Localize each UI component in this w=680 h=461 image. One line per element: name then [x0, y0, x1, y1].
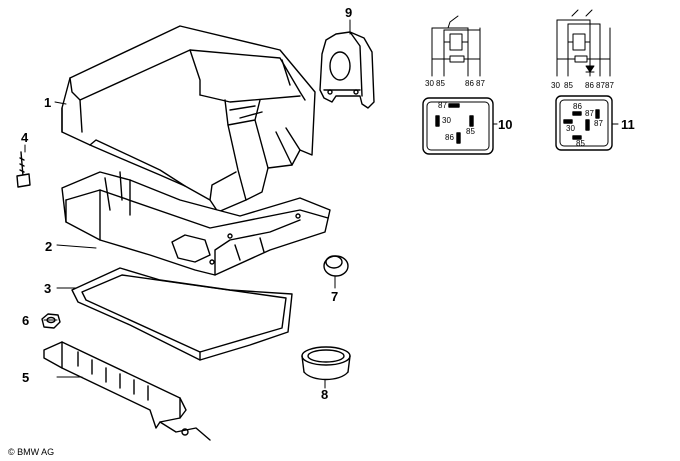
- relay-11-pin-label: 30: [551, 81, 560, 90]
- relay-11-pin-label: 86: [585, 81, 594, 90]
- callout-9: 9: [345, 5, 353, 20]
- part-3-tray: [71, 267, 293, 361]
- relay-11-face-pin: 30: [566, 124, 575, 133]
- relay-10-pin-label: 87: [476, 79, 485, 88]
- relay-11-face-pin: 87: [585, 109, 594, 118]
- relay-10-face-pin: 30: [442, 116, 451, 125]
- callout-7: 7: [331, 289, 339, 304]
- part-9-holder: [319, 31, 375, 109]
- relay-11-pin-label: 85: [564, 81, 573, 90]
- relay-10-pin-label: 86: [465, 79, 474, 88]
- copyright-text: © BMW AG: [8, 447, 55, 457]
- part-2-housing: [61, 171, 331, 276]
- relay-10-face: [422, 97, 494, 155]
- relay-10-schematic: [431, 15, 481, 77]
- relay-11-face: [555, 95, 613, 151]
- relay-10-pin-label: 85: [436, 79, 445, 88]
- callout-1: 1: [44, 95, 52, 110]
- callout-6: 6: [22, 313, 30, 328]
- part-6-nut: [41, 313, 61, 329]
- relay-10-pin-label: 30: [425, 79, 434, 88]
- part-7-grommet: [323, 255, 349, 277]
- part-1-cover: [61, 25, 316, 213]
- relay-10-face-pin: 87: [438, 101, 447, 110]
- callout-8: 8: [321, 387, 329, 402]
- relay-10-face-pin: 85: [466, 127, 475, 136]
- callout-4: 4: [21, 130, 29, 145]
- leader-lines: [24, 19, 619, 389]
- callout-2: 2: [45, 239, 53, 254]
- callout-11: 11: [621, 117, 635, 132]
- relay-11-face-pin: 85: [576, 139, 585, 148]
- relay-11-face-pin: 87: [594, 119, 603, 128]
- callout-5: 5: [22, 370, 30, 385]
- relay-11-pin-label: 87: [596, 81, 605, 90]
- relay-11-pin-label: 87: [605, 81, 614, 90]
- part-4-screw: [16, 151, 31, 188]
- callout-10: 10: [498, 117, 513, 132]
- callout-3: 3: [44, 281, 52, 296]
- relay-11-face-pin: 86: [573, 102, 582, 111]
- relay-11-schematic: [556, 9, 611, 77]
- part-5-bracket: [43, 341, 211, 441]
- relay-10-face-pin: 86: [445, 133, 454, 142]
- part-8-sleeve: [301, 346, 351, 381]
